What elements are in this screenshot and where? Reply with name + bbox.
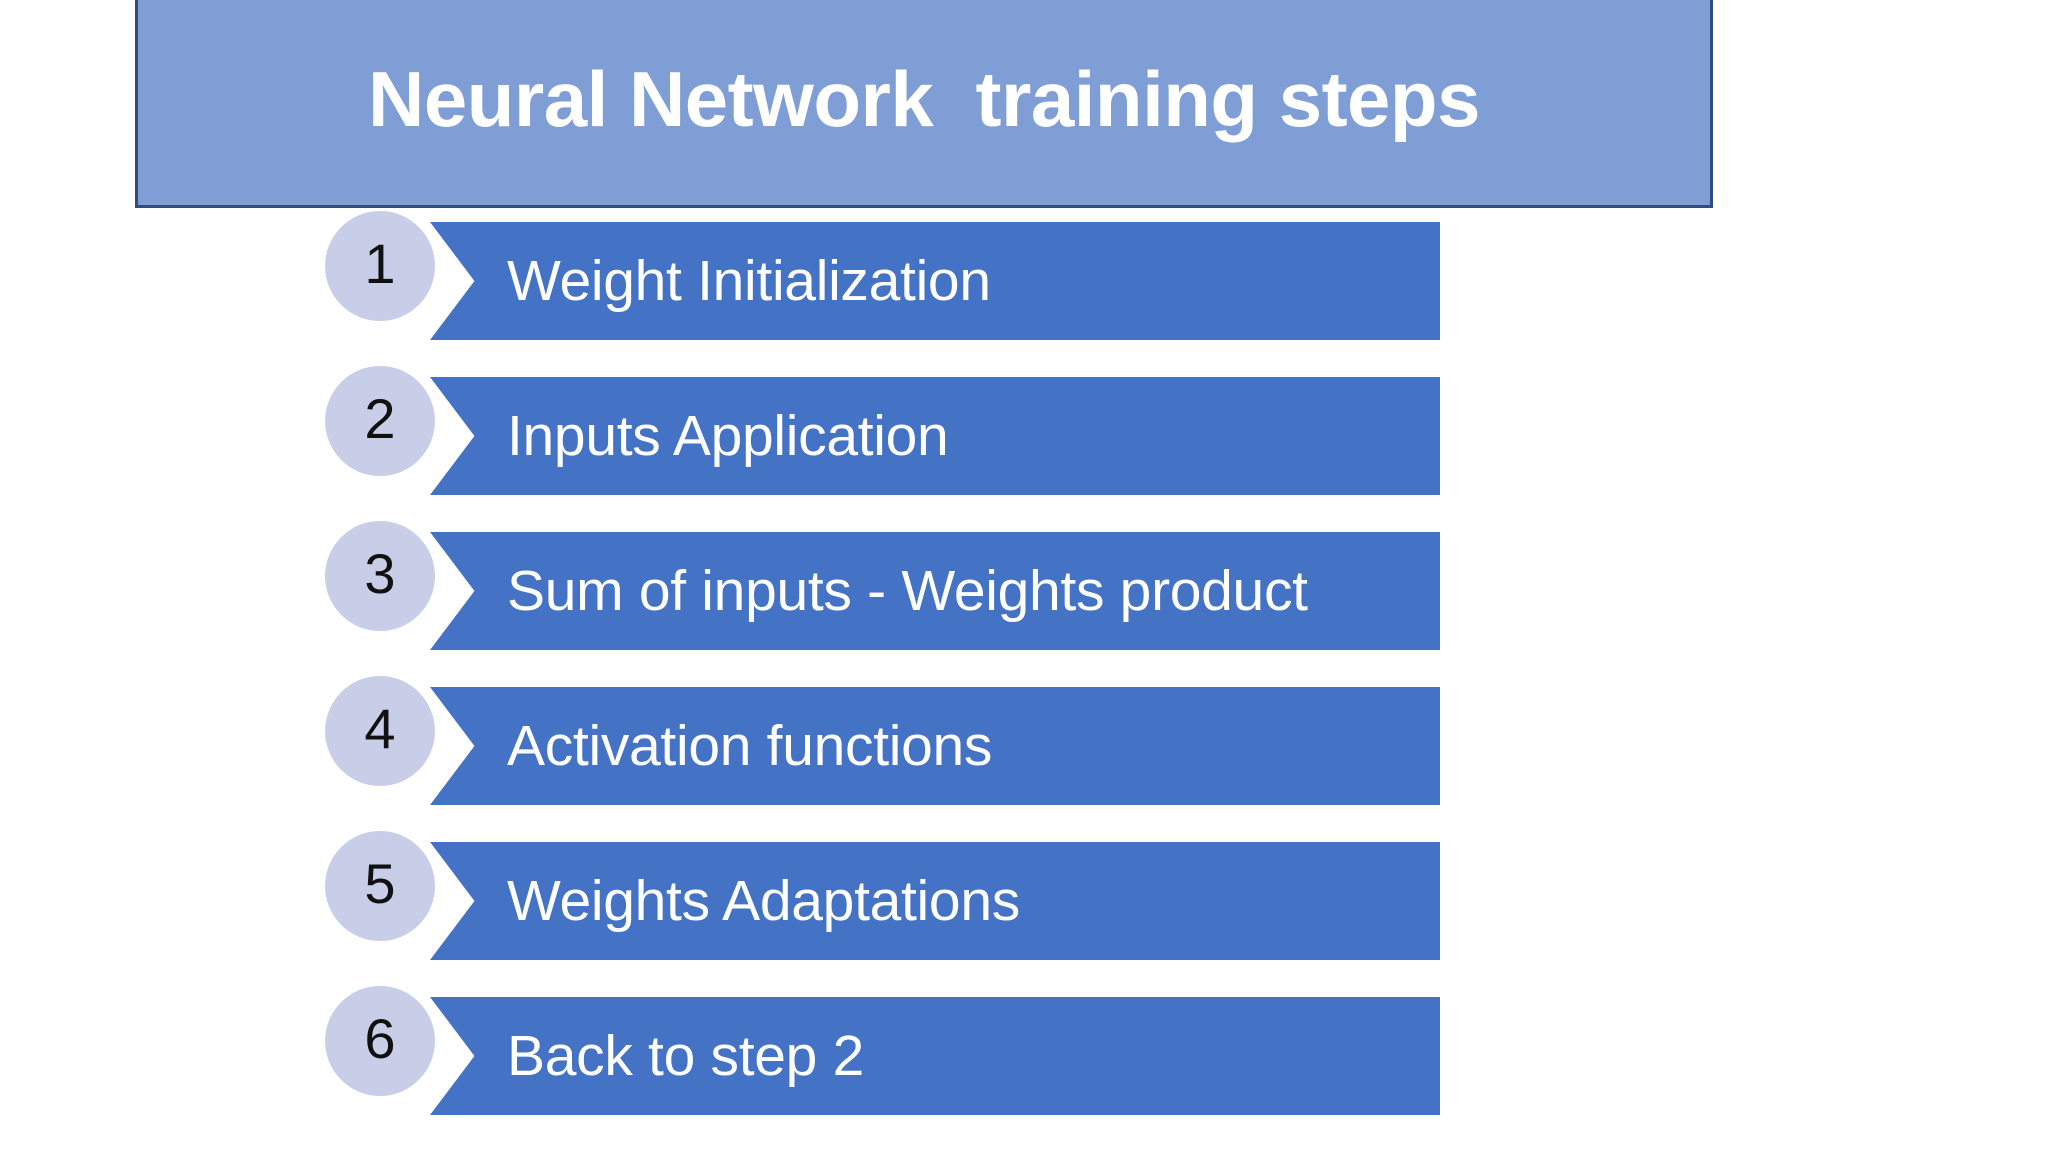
- step-label-5: Weights Adaptations: [507, 868, 1020, 933]
- step-label-4: Activation functions: [507, 713, 993, 778]
- step-bar-1[interactable]: Weight Initialization: [430, 222, 1440, 340]
- step-number-badge-5: 5: [325, 831, 435, 941]
- step-number-badge-2: 2: [325, 366, 435, 476]
- step-number-badge-1: 1: [325, 211, 435, 321]
- step-label-6: Back to step 2: [507, 1023, 865, 1088]
- step-number-6: 6: [364, 1007, 396, 1070]
- page-title: Neural Network training steps: [368, 55, 1480, 144]
- step-bar-3[interactable]: Sum of inputs - Weights product: [430, 532, 1440, 650]
- list-item[interactable]: Weight Initialization 1: [0, 211, 2048, 340]
- step-bar-6[interactable]: Back to step 2: [430, 997, 1440, 1115]
- step-bar-4[interactable]: Activation functions: [430, 687, 1440, 805]
- step-number-4: 4: [364, 697, 396, 760]
- step-bar-5[interactable]: Weights Adaptations: [430, 842, 1440, 960]
- step-number-badge-4: 4: [325, 676, 435, 786]
- step-label-3: Sum of inputs - Weights product: [507, 558, 1308, 623]
- list-item[interactable]: Activation functions 4: [0, 676, 2048, 805]
- step-bar-2[interactable]: Inputs Application: [430, 377, 1440, 495]
- step-number-1: 1: [364, 232, 396, 295]
- process-steps-list: Weight Initialization 1 Inputs Applicati…: [0, 211, 2048, 1152]
- step-number-2: 2: [364, 387, 396, 450]
- step-number-3: 3: [364, 542, 396, 605]
- list-item[interactable]: Inputs Application 2: [0, 366, 2048, 495]
- step-label-2: Inputs Application: [507, 403, 949, 468]
- list-item[interactable]: Weights Adaptations 5: [0, 831, 2048, 960]
- slide-title-banner: Neural Network training steps: [135, 0, 1713, 208]
- list-item[interactable]: Sum of inputs - Weights product 3: [0, 521, 2048, 650]
- step-number-badge-3: 3: [325, 521, 435, 631]
- step-number-badge-6: 6: [325, 986, 435, 1096]
- step-label-1: Weight Initialization: [507, 248, 991, 313]
- list-item[interactable]: Back to step 2 6: [0, 986, 2048, 1115]
- step-number-5: 5: [364, 852, 396, 915]
